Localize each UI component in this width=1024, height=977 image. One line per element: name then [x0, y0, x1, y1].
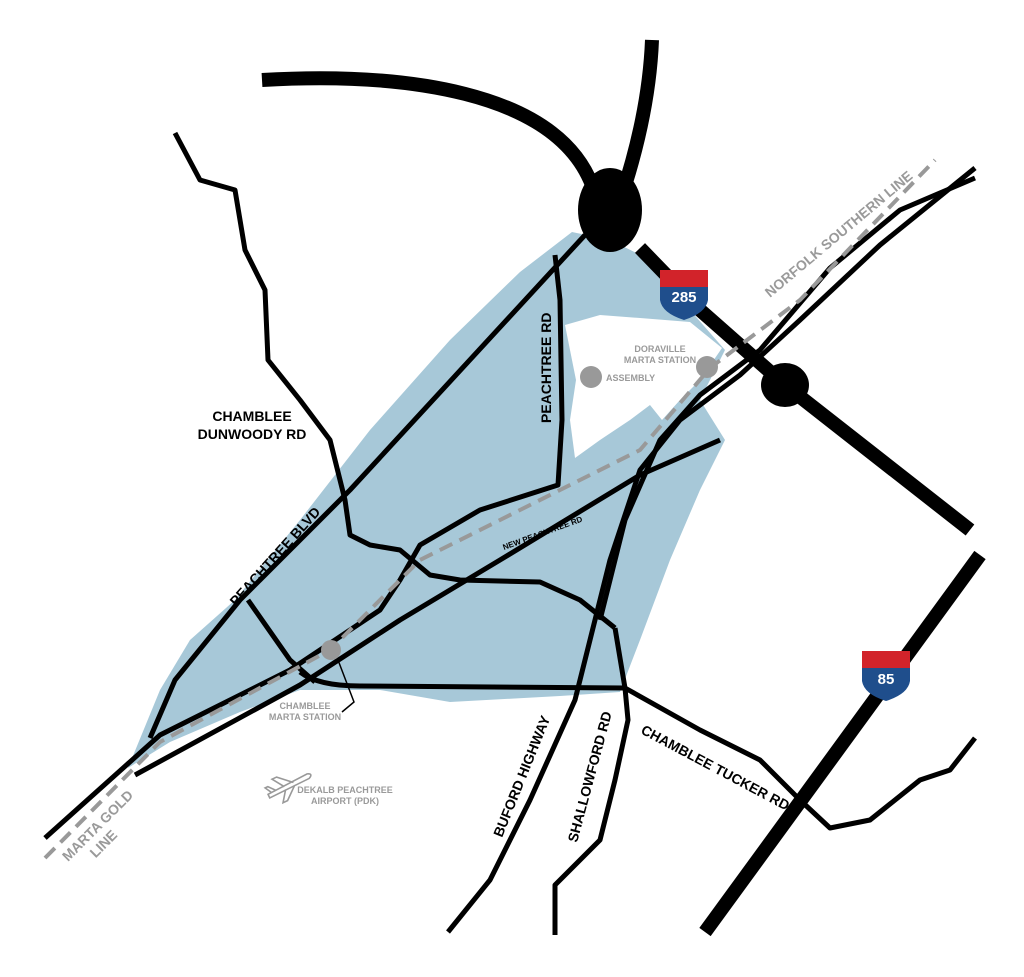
svg-text:85: 85	[878, 671, 895, 688]
doraville-station-marker[interactable]	[696, 356, 718, 378]
label-marta-gold-line: MARTA GOLDLINE	[59, 787, 148, 876]
new-peachtree-rd	[133, 437, 722, 778]
i285-west	[261, 71, 599, 188]
i285-shield: 285	[660, 270, 708, 320]
shallowford-rd	[552, 627, 631, 935]
buford-highway	[446, 166, 977, 934]
assembly-marker[interactable]	[580, 366, 602, 388]
peachtree-blvd	[147, 233, 587, 739]
buford-connector	[597, 175, 976, 621]
interchange-285-buford	[761, 363, 809, 407]
interchange-285-400	[578, 168, 642, 252]
peachtree-rd	[43, 254, 565, 840]
development-site	[565, 315, 722, 458]
chamblee-dunwoody-rd	[172, 131, 617, 630]
chamblee-station-pointer	[337, 659, 355, 713]
airplane-icon	[263, 773, 312, 805]
i85-shield: 85	[862, 651, 910, 701]
chamblee-tucker-rd	[298, 669, 977, 831]
i85	[699, 550, 986, 937]
label-peachtree-rd: PEACHTREE RD	[538, 313, 554, 423]
label-assembly: ASSEMBLY	[606, 373, 655, 383]
chamblee-station-marker[interactable]	[321, 640, 341, 660]
i285-north	[615, 39, 659, 198]
rail-line	[43, 158, 937, 860]
svg-text:285: 285	[671, 289, 696, 306]
label-shallowford-rd: SHALLOWFORD RD	[564, 710, 614, 844]
